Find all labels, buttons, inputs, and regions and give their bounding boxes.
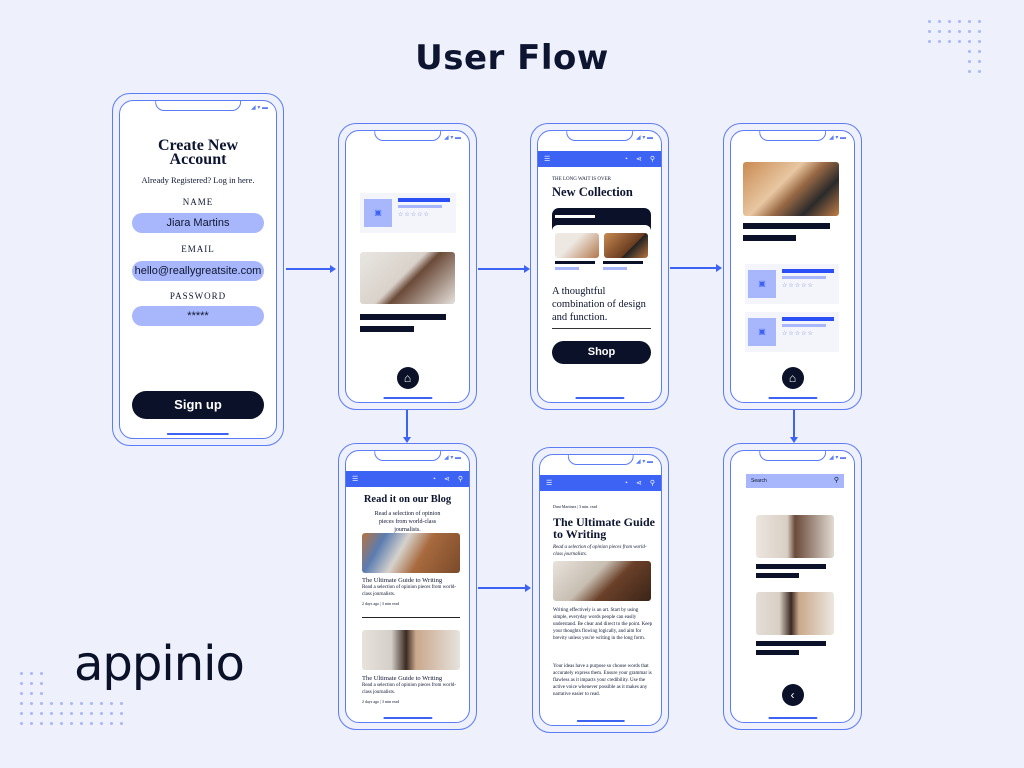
blog-post-image <box>362 630 460 670</box>
phone-article: ◢ ▾ ▬ ☰◔⋖⚲ Dani Martinez | 3 min. read T… <box>532 447 669 733</box>
product-photo <box>555 233 599 258</box>
decorative-dots <box>928 20 981 73</box>
star-rating: ☆☆☆☆☆ <box>398 212 430 218</box>
blog-subheading: Read a selection of opinion pieces from … <box>374 511 441 533</box>
article-meta: Dani Martinez | 3 min. read <box>553 504 598 509</box>
signup-screen: ◢ ▾ ▬ Create New Account Already Registe… <box>119 100 277 439</box>
search-icon[interactable]: ⚲ <box>649 480 655 487</box>
home-screen: ◢ ▾ ▬ ▣ ☆☆☆☆☆ ⌂ <box>345 130 470 403</box>
search-icon[interactable]: ⚲ <box>457 476 463 483</box>
tagline: A thoughtful combination of design and f… <box>552 286 646 323</box>
shop-button[interactable]: Shop <box>552 341 651 364</box>
blog-post-excerpt: Read a selection of opinion pieces from … <box>362 585 456 597</box>
menu-icon[interactable]: ☰ <box>352 476 359 483</box>
email-field[interactable]: hello@reallygreatsite.com <box>132 261 264 281</box>
name-field[interactable]: Jiara Martins <box>132 213 264 233</box>
phone-collection: ◢ ▾ ▬ ☰◔⋖⚲ THE LONG WAIT IS OVER New Col… <box>530 123 669 410</box>
article-image <box>553 561 651 601</box>
flow-arrow <box>406 410 408 438</box>
search-screen: ◢ ▾ ▬ Search ⚲ ‹ <box>730 450 855 723</box>
share-icon[interactable]: ⋖ <box>635 156 642 163</box>
article-title: The Ultimate Guide to Writing <box>553 515 655 541</box>
phone-search: ◢ ▾ ▬ Search ⚲ ‹ <box>723 443 862 730</box>
bell-icon[interactable]: ◔ <box>623 155 628 163</box>
blog-screen: ◢ ▾ ▬ ☰◔⋖⚲ Read it on our Blog Read a se… <box>345 450 470 723</box>
blog-post-excerpt: Read a selection of opinion pieces from … <box>362 683 456 695</box>
collection-heading: New Collection <box>552 185 633 199</box>
flow-arrow <box>478 268 525 270</box>
image-icon: ▣ <box>748 270 776 298</box>
blog-post-title[interactable]: The Ultimate Guide to Writing <box>362 577 443 584</box>
search-input[interactable]: Search ⚲ <box>746 474 844 488</box>
eyebrow-text: THE LONG WAIT IS OVER <box>552 177 611 182</box>
share-icon[interactable]: ⋖ <box>635 480 642 487</box>
phone-products: ◢ ▾ ▬ ▣ ☆☆☆☆☆ ▣ ☆☆☆☆☆ ⌂ <box>723 123 862 410</box>
flow-arrow <box>670 267 717 269</box>
product-card[interactable]: ▣ ☆☆☆☆☆ <box>360 193 456 233</box>
blog-post-title[interactable]: The Ultimate Guide to Writing <box>362 675 443 682</box>
share-icon[interactable]: ⋖ <box>443 476 450 483</box>
product-card[interactable]: ▣ ☆☆☆☆☆ <box>745 264 839 304</box>
phone-home: ◢ ▾ ▬ ▣ ☆☆☆☆☆ ⌂ <box>338 123 477 410</box>
phone-signup: ◢ ▾ ▬ Create New Account Already Registe… <box>112 93 284 446</box>
products-screen: ◢ ▾ ▬ ▣ ☆☆☆☆☆ ▣ ☆☆☆☆☆ ⌂ <box>730 130 855 403</box>
portrait-photo <box>360 252 455 304</box>
blog-post-meta: 2 days ago | 3 min read <box>362 699 400 704</box>
decorative-dots <box>20 672 123 725</box>
top-app-bar: ☰ ◔ ⋖ ⚲ <box>346 471 469 487</box>
flow-arrow <box>478 587 526 589</box>
phone-blog: ◢ ▾ ▬ ☰◔⋖⚲ Read it on our Blog Read a se… <box>338 443 477 730</box>
page-title: User Flow <box>415 38 609 78</box>
name-label: NAME <box>182 197 214 207</box>
hero-photo <box>743 162 839 216</box>
image-icon: ▣ <box>748 318 776 346</box>
signup-heading: Create New Account <box>157 137 239 168</box>
flow-arrow <box>286 268 332 270</box>
chevron-left-icon[interactable]: ‹ <box>781 684 804 706</box>
email-label: EMAIL <box>181 244 215 254</box>
blog-post-meta: 2 days ago | 3 min read <box>362 601 400 606</box>
collection-screen: ◢ ▾ ▬ ☰◔⋖⚲ THE LONG WAIT IS OVER New Col… <box>537 130 662 403</box>
blog-post-image <box>362 533 460 573</box>
appinio-logo: appinio <box>74 636 245 692</box>
bell-icon[interactable]: ◔ <box>431 475 436 483</box>
article-paragraph: Your ideas have a purpose so choose word… <box>553 664 652 697</box>
blog-heading: Read it on our Blog <box>363 494 452 505</box>
search-placeholder: Search <box>751 478 767 484</box>
menu-icon[interactable]: ☰ <box>544 156 551 163</box>
article-screen: ◢ ▾ ▬ ☰◔⋖⚲ Dani Martinez | 3 min. read T… <box>539 454 662 726</box>
collection-carousel[interactable] <box>552 208 651 278</box>
signup-button[interactable]: Sign up <box>132 391 264 419</box>
password-label: PASSWORD <box>169 291 227 301</box>
menu-icon[interactable]: ☰ <box>546 480 553 487</box>
home-icon[interactable]: ⌂ <box>781 367 804 389</box>
product-card[interactable]: ▣ ☆☆☆☆☆ <box>745 312 839 352</box>
search-icon[interactable]: ⚲ <box>833 477 839 484</box>
bell-icon[interactable]: ◔ <box>623 479 628 487</box>
image-icon: ▣ <box>364 199 392 227</box>
article-paragraph: Writing effectively is an art. Start by … <box>553 608 653 641</box>
product-photo <box>604 233 648 258</box>
flow-arrow <box>793 410 795 438</box>
article-lede: Read a selection of opinion pieces from … <box>553 545 647 557</box>
result-photo <box>756 515 834 558</box>
login-link[interactable]: Already Registered? Log in here. <box>141 175 255 185</box>
result-photo <box>756 592 834 635</box>
password-field[interactable]: ***** <box>132 306 264 326</box>
top-app-bar: ☰ ◔ ⋖ ⚲ <box>540 475 661 491</box>
search-icon[interactable]: ⚲ <box>649 156 655 163</box>
home-icon[interactable]: ⌂ <box>396 367 419 389</box>
top-app-bar: ☰ ◔ ⋖ ⚲ <box>538 151 661 167</box>
